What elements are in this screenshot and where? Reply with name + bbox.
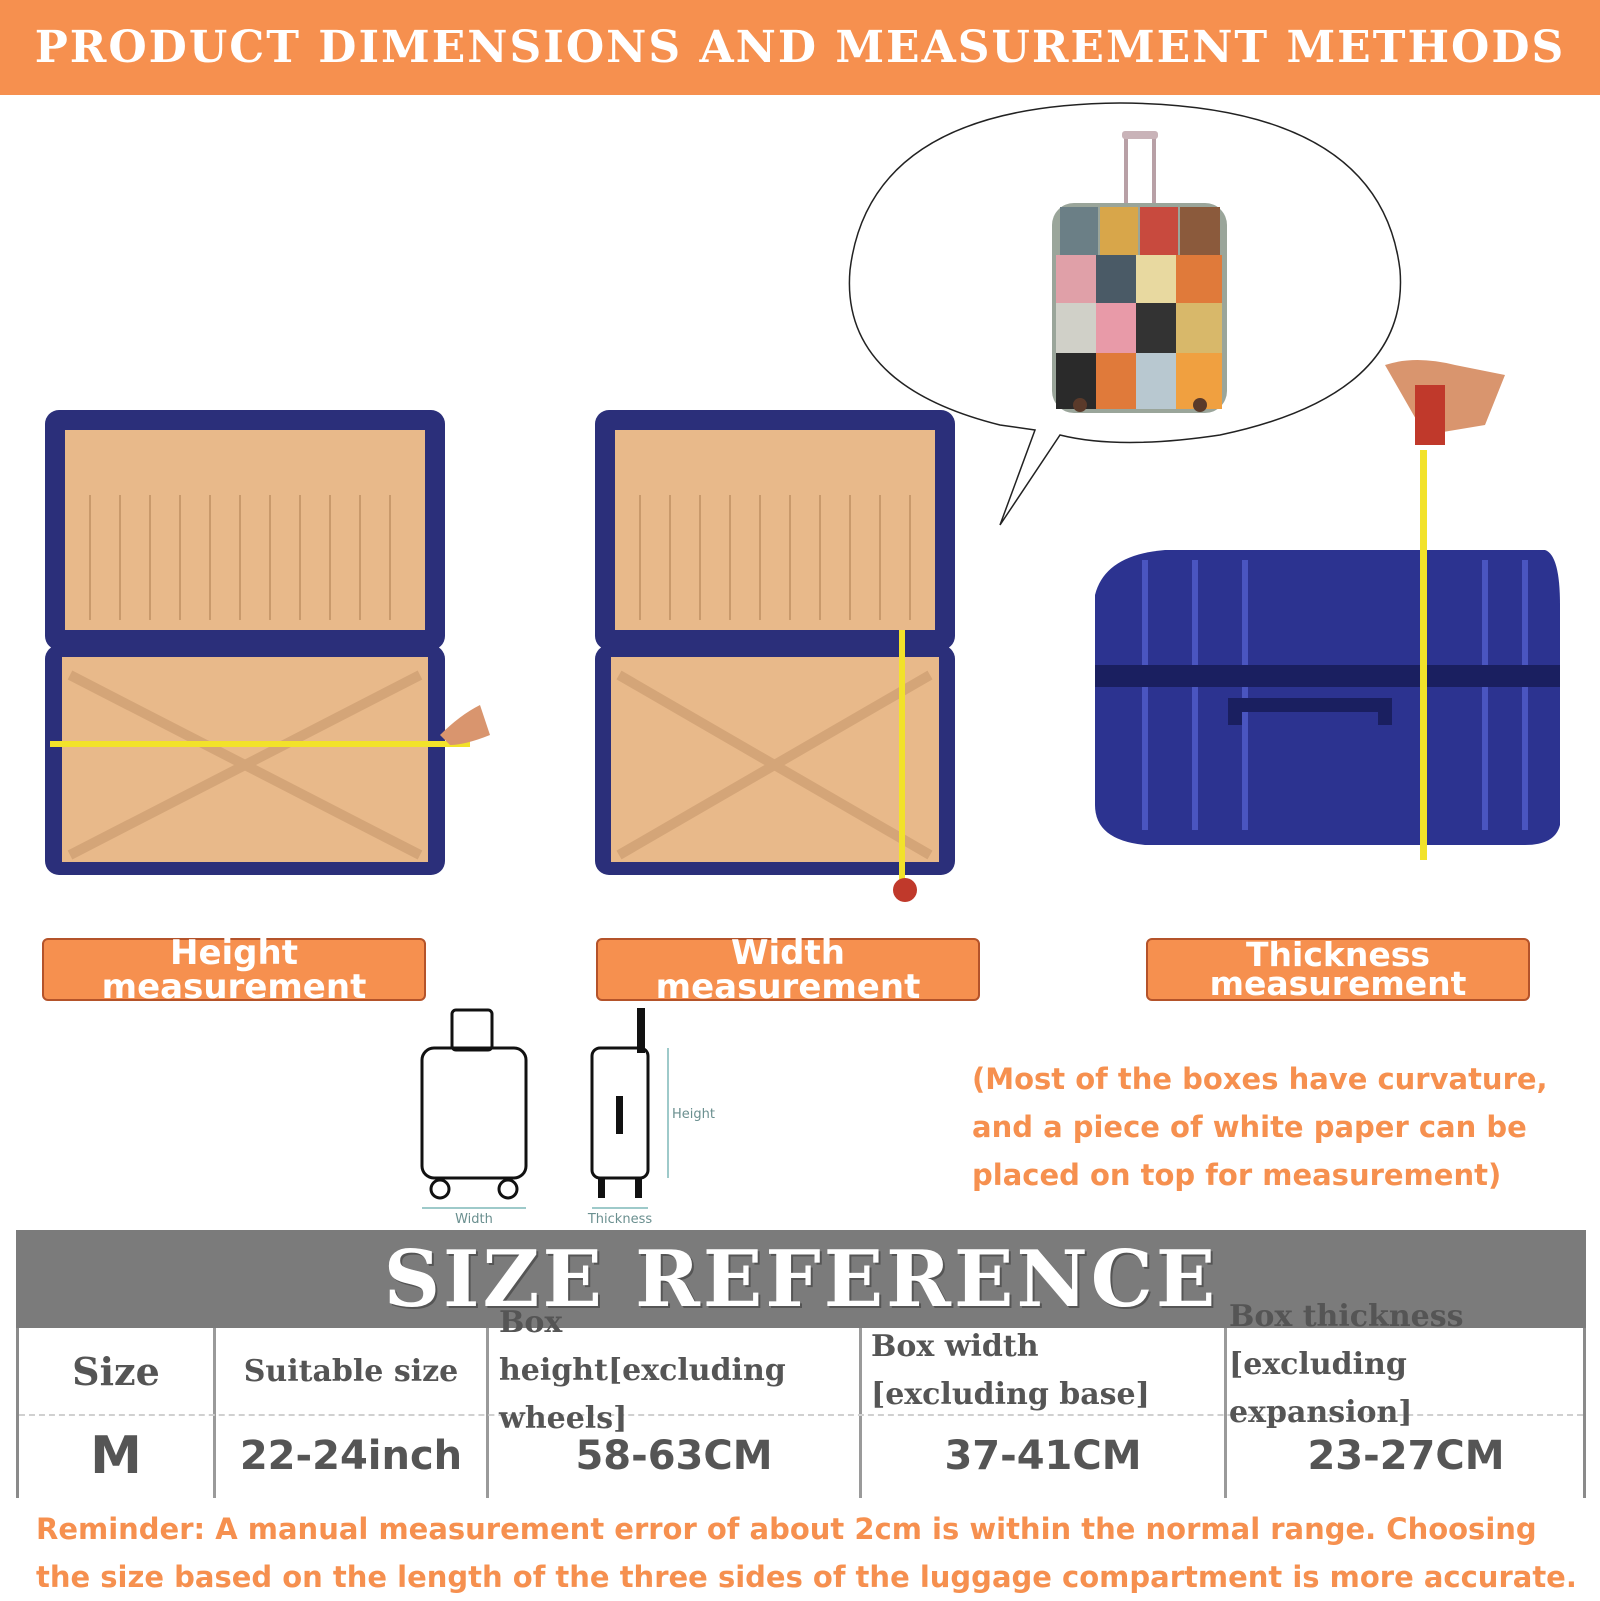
header-box-width: Box width [excluding base] (871, 1329, 1150, 1412)
measuring-tape (1420, 450, 1427, 860)
diagram-thickness-label: Thickness (587, 1212, 652, 1227)
reminder-text: Reminder: A manual measurement error of … (36, 1512, 1577, 1594)
thickness-label-line-2: measurement (1209, 963, 1467, 1003)
header-size: Size (72, 1348, 160, 1394)
thickness-label-line-1: Thickness (1246, 935, 1430, 975)
table-divider (1224, 1328, 1227, 1498)
diagram-height-label: Height (672, 1107, 715, 1122)
size-reference-title: SIZE REFERENCE (383, 1233, 1219, 1325)
open-suitcase-height (45, 410, 490, 875)
table-divider (486, 1328, 489, 1498)
height-measurement-label: Height measurement (42, 936, 426, 1004)
width-measurement-label: Width measurement (596, 936, 980, 1004)
measuring-tape (899, 630, 905, 880)
table-cell-size: M (90, 1426, 142, 1486)
size-reference-band: SIZE REFERENCE (16, 1230, 1586, 1328)
table-cell-box-height: 58-63CM (575, 1433, 773, 1479)
curvature-note: (Most of the boxes have curvature, and a… (972, 1062, 1548, 1192)
table-divider (213, 1328, 216, 1498)
table-divider (859, 1328, 862, 1498)
header-box-height: Box height[excluding wheels] (499, 1305, 786, 1436)
table-cell-box-width: 37-41CM (944, 1433, 1142, 1479)
closed-suitcase-thickness (1095, 360, 1560, 860)
thickness-measurement-label: Thickness measurement (1146, 938, 1530, 1001)
table-row-divider (19, 1414, 1583, 1416)
suitcase-dimension-diagram: Width Thickness Height (420, 1008, 715, 1227)
diagram-width-label: Width (455, 1212, 493, 1227)
header-box-thickness: Box thickness [excluding expansion] (1229, 1299, 1464, 1430)
header-banner: PRODUCT DIMENSIONS AND MEASUREMENT METHO… (0, 0, 1600, 95)
measuring-tape (50, 741, 470, 747)
table-cell-suitable-size: 22-24inch (239, 1433, 463, 1479)
speech-bubble (848, 102, 1402, 526)
cat-pattern-luggage-cover (1052, 131, 1227, 413)
open-suitcase-width (595, 410, 955, 902)
page-title: PRODUCT DIMENSIONS AND MEASUREMENT METHO… (34, 22, 1566, 73)
header-suitable-size: Suitable size (243, 1353, 459, 1389)
size-table: Size Suitable size Box height[excluding … (16, 1299, 1586, 1498)
table-cell-box-thickness: 23-27CM (1307, 1433, 1505, 1479)
